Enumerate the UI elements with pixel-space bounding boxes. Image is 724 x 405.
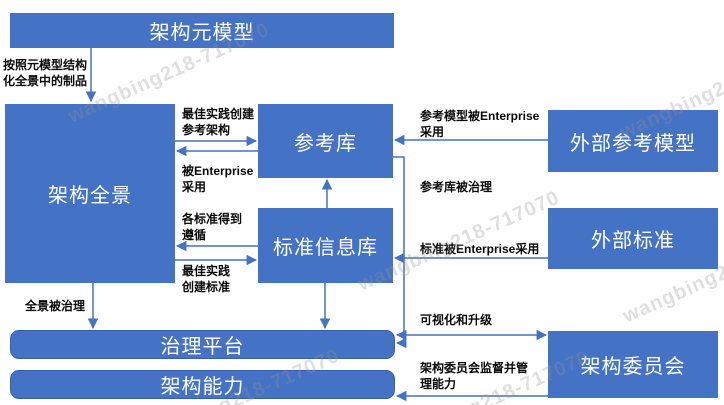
edge-label-adopted-by-enterprise: 被Enterprise 采用 <box>182 164 254 194</box>
edge-label-structure-by-metamodel: 按照元模型结构 化全景中的制品 <box>3 58 88 88</box>
edge-label-standard-adopted: 标准被Enterprise采用 <box>420 242 540 256</box>
edge-label-best-practice-create-standard: 最佳实践 创建标准 <box>182 264 231 294</box>
node-architecture-capability: 架构能力 <box>10 370 395 399</box>
node-external-reference-model: 外部参考模型 <box>548 110 718 172</box>
edge-label-standards-followed: 各标准得到 遵循 <box>182 212 243 242</box>
edge-label-visualize-and-upgrade: 可视化和升级 <box>420 313 493 327</box>
arrow-reference-to-governance <box>393 156 407 349</box>
node-governance-platform: 治理平台 <box>10 330 395 359</box>
node-architecture-metamodel: 架构元模型 <box>10 13 394 48</box>
node-architecture-panorama: 架构全景 <box>5 104 175 283</box>
edge-label-reference-library-governed: 参考库被治理 <box>420 180 493 194</box>
node-standard-info-library: 标准信息库 <box>258 208 393 283</box>
node-architecture-committee: 架构委员会 <box>548 331 718 398</box>
edge-label-panorama-governed: 全景被治理 <box>25 299 86 313</box>
edge-label-reference-model-adopted: 参考模型被Enterprise 采用 <box>420 109 540 139</box>
edge-label-best-practice-create-reference: 最佳实践创建 参考架构 <box>182 107 255 137</box>
edge-label-committee-supervises: 架构委员会监督并管 理能力 <box>420 361 529 391</box>
node-external-standards: 外部标准 <box>548 208 718 269</box>
node-reference-library: 参考库 <box>258 104 393 178</box>
